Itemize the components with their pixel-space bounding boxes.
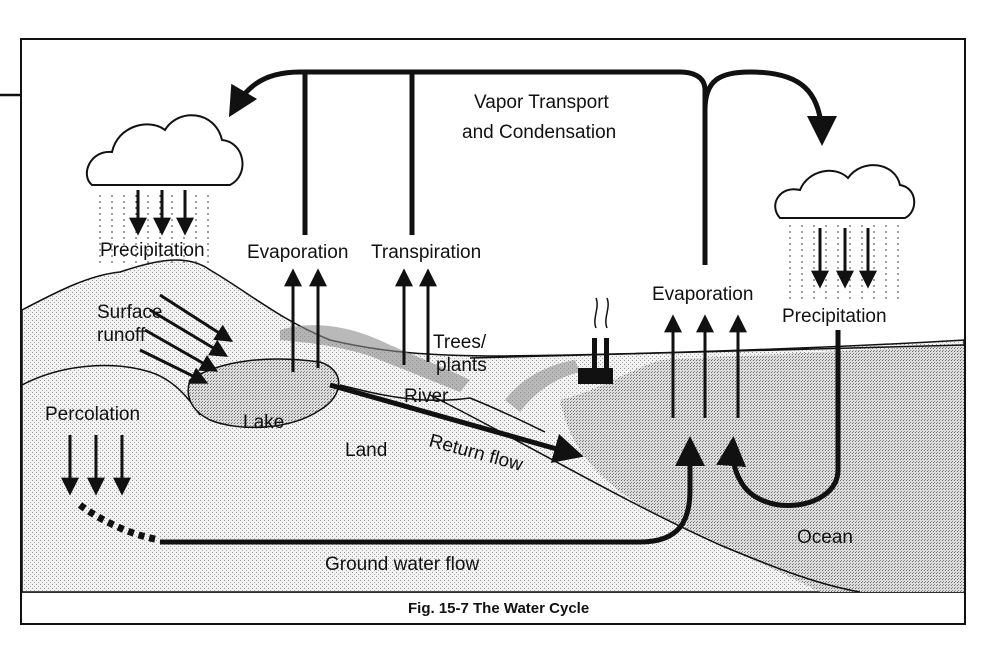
ocean-label: Ocean [797,527,853,548]
evaporation-arrows-left [284,268,327,372]
chimney-icon [604,338,609,368]
percolation-label: Percolation [45,404,140,425]
hill-outline [21,364,201,416]
ocean-precipitation-loop-arrow [716,330,841,508]
precipitation-arrows-right [811,228,877,289]
percolation-arrows [61,435,131,496]
lake-label: Lake [243,412,284,433]
smoke-icon [594,297,609,329]
transpiration-label: Transpiration [371,242,481,263]
cloud-left-icon [85,114,244,186]
precipitation-arrows-left [129,190,194,236]
shore-vegetation [505,360,580,412]
vapor-transport-arrow-left [228,69,708,265]
ocean-area [560,345,964,592]
river-channel [339,384,546,433]
vapor-transport-arrow-right [702,69,837,146]
rain-right [789,225,899,300]
evaporation-left-label: Evaporation [247,242,348,263]
ground-water-flow-label: Ground water flow [325,554,479,575]
precipitation-right-label: Precipitation [782,306,887,327]
river-label: River [404,386,449,407]
ground-water-flow-arrow [160,436,705,545]
runoff-label: runoff [97,325,146,346]
ocean-surface-line [469,344,965,359]
surface-runoff-arrows [139,293,234,384]
lake [187,358,340,429]
condensation-label: and Condensation [462,122,616,143]
land-label: Land [345,440,387,461]
chimney-icon [592,338,597,368]
plants-label: plants [436,355,487,376]
vapor-transport-label: Vapor Transport [474,92,610,113]
surface-label: Surface [97,302,162,323]
evaporation-arrows-right [664,314,747,418]
return-flow-arrow [329,382,584,463]
precipitation-left-label: Precipitation [100,240,205,261]
evaporation-right-label: Evaporation [652,284,753,305]
factory-icon [578,368,613,384]
vegetation-band [280,325,470,392]
transpiration-arrows [395,268,437,365]
ground-water-dashed [77,502,161,544]
figure-caption: Fig. 15-7 The Water Cycle [408,600,589,617]
cloud-right-icon [774,164,916,219]
trees-label: Trees/ [433,332,487,353]
